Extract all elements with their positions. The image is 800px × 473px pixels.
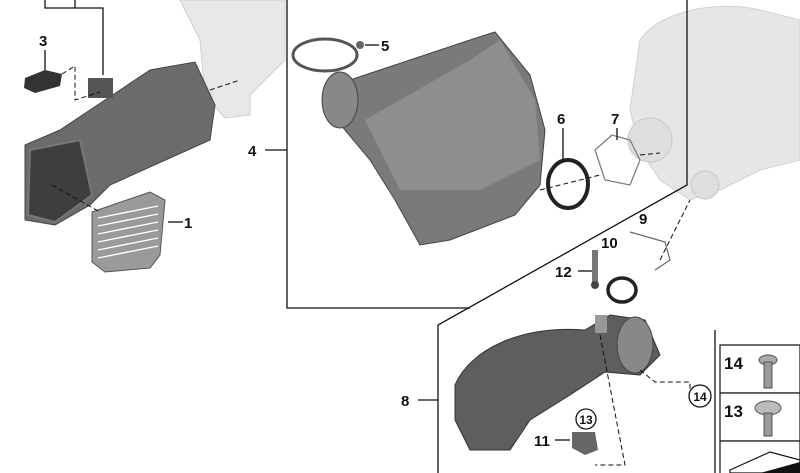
- callout-1: 1: [184, 215, 192, 232]
- seal-ring-part-10: [606, 276, 638, 304]
- callout-3: 3: [39, 33, 47, 50]
- clip-part-9: [629, 231, 671, 271]
- screw-icon-14: [758, 354, 778, 389]
- intake-duct: [24, 61, 216, 226]
- hose-clamp-part-5: [291, 37, 364, 73]
- clip-part-3: [24, 70, 62, 93]
- callout-6: 6: [557, 111, 565, 128]
- air-filter-housing-part-4: [321, 31, 546, 246]
- callout-14-circle: [688, 384, 712, 408]
- clip-part-7: [594, 134, 641, 186]
- grille-part-1: [91, 191, 166, 273]
- callout-11: 11: [534, 433, 550, 450]
- callout-8: 8: [401, 393, 409, 410]
- callout-14-circled: 14: [693, 390, 707, 404]
- sensor-part-12: [591, 250, 599, 289]
- bracket-part-11: [572, 432, 598, 455]
- legend-label-13: 13: [724, 402, 743, 421]
- screw-icon-13: [754, 400, 782, 437]
- leader-lines: [44, 0, 691, 466]
- intake-pipe-part-8: [454, 314, 661, 451]
- callout-4: 4: [248, 143, 257, 160]
- callout-13-circle: [575, 408, 597, 430]
- legend-label-14: 14: [724, 354, 743, 373]
- callout-7: 7: [611, 111, 619, 128]
- arrow-icon: [729, 451, 800, 473]
- group-frame-lines: [286, 0, 800, 473]
- callout-12: 12: [555, 264, 572, 281]
- callout-5: 5: [381, 38, 389, 55]
- callout-13-circled: 13: [579, 413, 593, 427]
- callout-9: 9: [639, 211, 647, 228]
- callout-10: 10: [601, 235, 618, 252]
- ghost-turbocharger: [627, 5, 800, 201]
- seal-ring-part-6: [546, 158, 590, 210]
